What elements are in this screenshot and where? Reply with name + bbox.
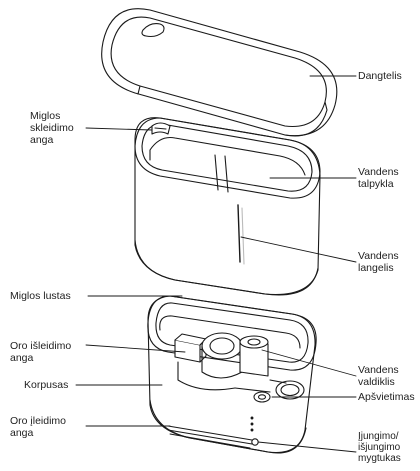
lid-drawing (102, 9, 337, 136)
label-mist-chip: Miglos lustas (10, 290, 71, 302)
label-mist-outlet: Miglos skleidimo anga (30, 110, 74, 146)
label-lighting: Apšvietimas (358, 391, 415, 403)
label-water-tank: Vandens talpykla (358, 166, 399, 190)
base-drawing (148, 296, 316, 453)
label-power-button: Įjungimo/ išjungimo mygtukas (358, 431, 401, 464)
water-tank-drawing (135, 118, 320, 295)
label-water-window: Vandens langelis (358, 250, 399, 274)
label-lid: Dangtelis (358, 70, 402, 82)
label-air-inlet: Oro įleidimo anga (10, 415, 66, 439)
label-air-outlet: Oro išleidimo anga (10, 340, 71, 364)
label-body: Korpusas (24, 379, 68, 391)
label-water-controller: Vandens valdiklis (358, 364, 399, 388)
